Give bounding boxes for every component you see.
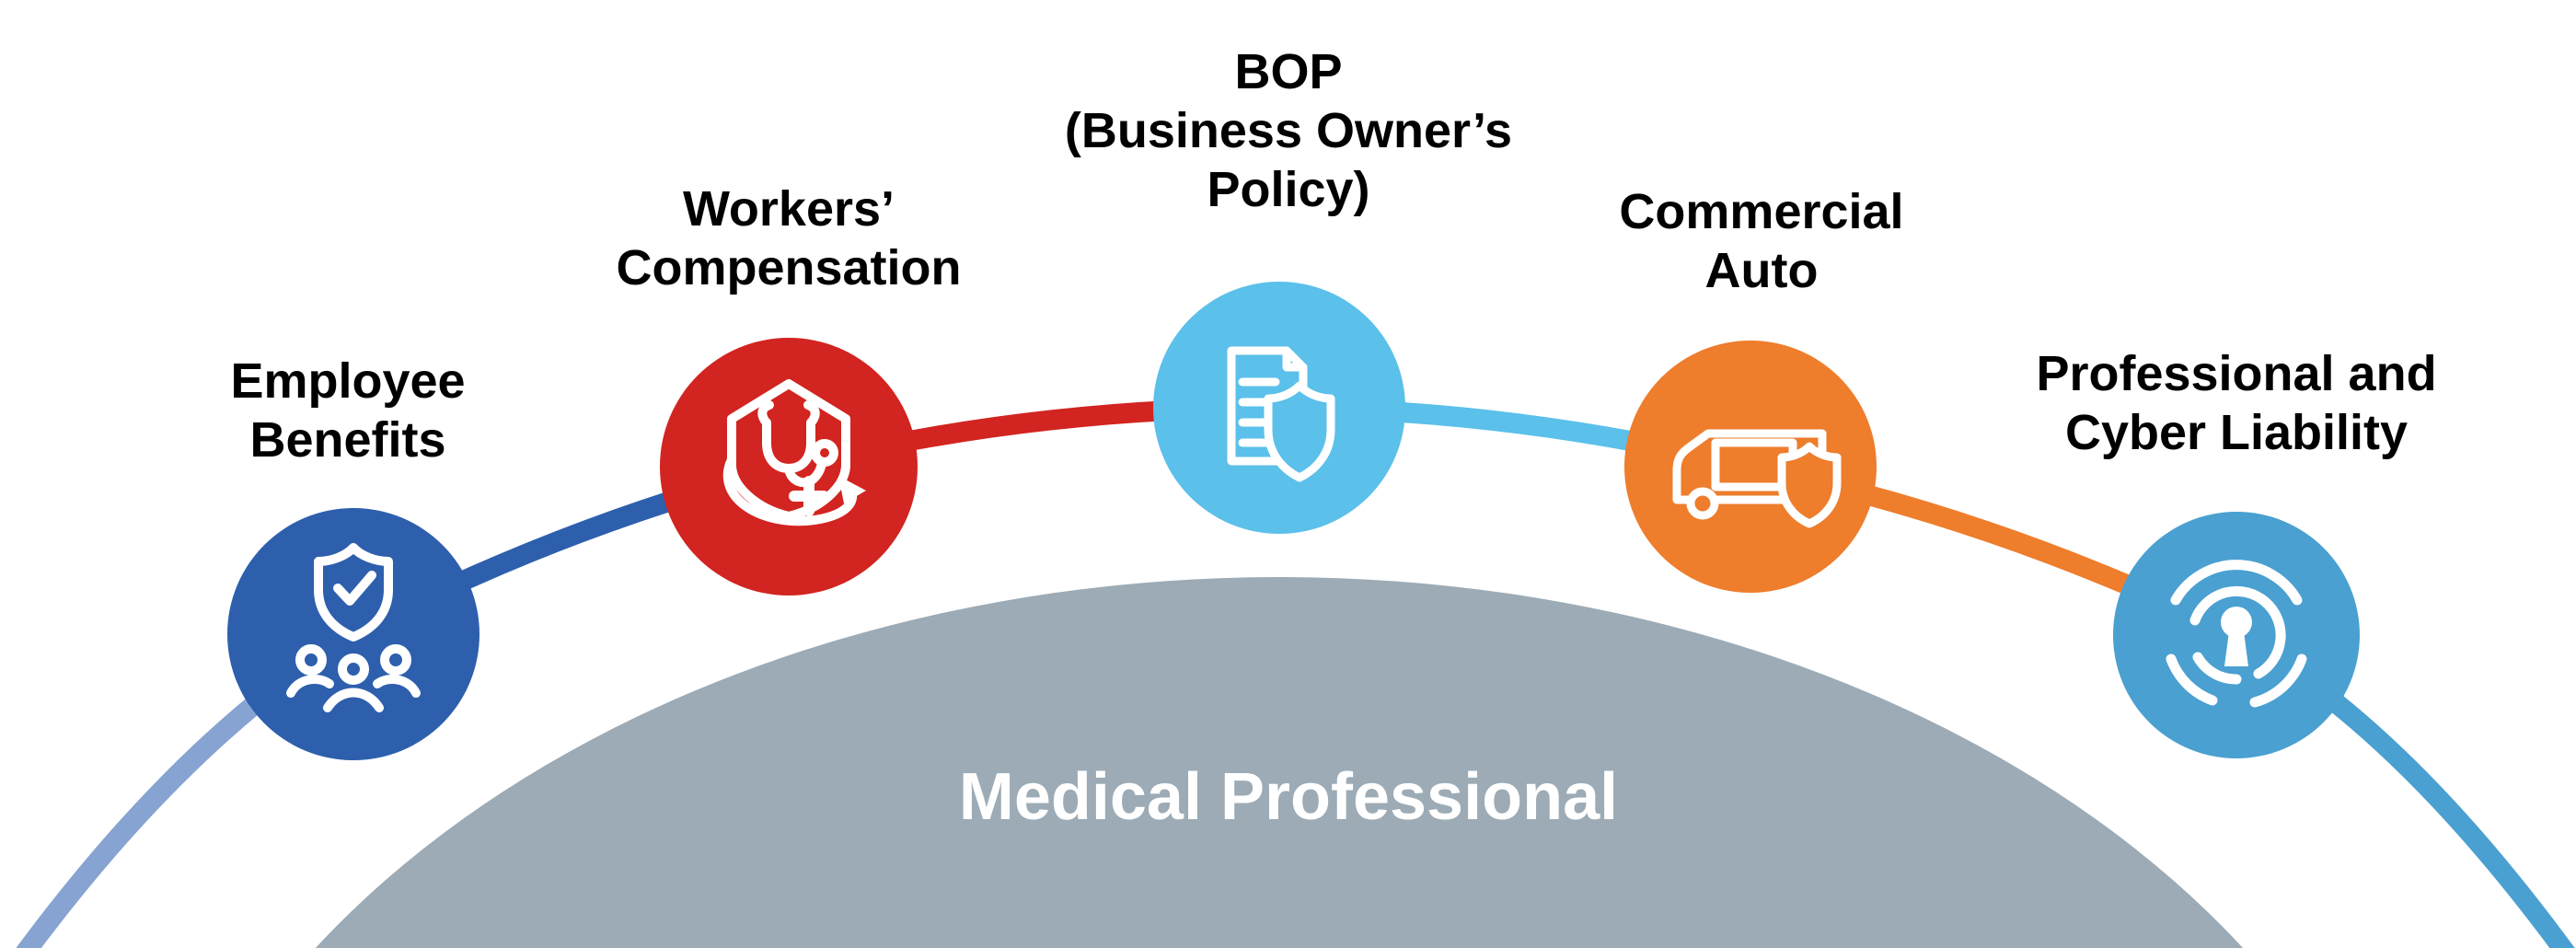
- commercial-auto-label: Commercial Auto: [1619, 182, 1903, 300]
- shield-check-people-icon: [286, 543, 421, 712]
- bop-label-line2: (Business Owner’s: [1064, 103, 1513, 158]
- workers-compensation-label: Workers’ Compensation: [616, 179, 961, 297]
- bop-label-line1: BOP: [1234, 44, 1343, 99]
- professional-cyber-liability-label: Professional and Cyber Liability: [2036, 344, 2436, 462]
- commercial-auto-label-line1: Commercial: [1619, 184, 1904, 239]
- workers-compensation-label-line2: Compensation: [616, 240, 962, 295]
- professional-cyber-liability-label-line1: Professional and: [2036, 346, 2437, 401]
- commercial-auto-node: [1624, 341, 1877, 593]
- document-shield-icon: [1227, 346, 1335, 482]
- medical-professional-dome: [316, 577, 2243, 948]
- medical-professional-title: Medical Professional: [958, 760, 1619, 834]
- workers-compensation-label-line1: Workers’: [682, 181, 895, 237]
- professional-cyber-liability-label-line2: Cyber Liability: [2064, 405, 2409, 460]
- workers-compensation-node: [660, 338, 918, 595]
- van-shield-icon: [1672, 429, 1842, 528]
- employee-benefits-label-line1: Employee: [230, 353, 466, 409]
- commercial-auto-label-line2: Auto: [1704, 243, 1819, 298]
- bop-label-line3: Policy): [1207, 162, 1370, 217]
- shield-stethoscope-icon: [722, 379, 866, 526]
- cyber-keyhole-icon: [2166, 560, 2307, 708]
- employee-benefits-node: [227, 508, 479, 760]
- employee-benefits-label-line2: Benefits: [249, 412, 446, 468]
- bop-node: [1153, 282, 1405, 534]
- employee-benefits-label: Employee Benefits: [230, 352, 465, 469]
- bop-label: BOP (Business Owner’s Policy): [1065, 42, 1512, 219]
- professional-cyber-liability-node: [2113, 512, 2360, 758]
- commercial-auto-circle: [1624, 341, 1877, 593]
